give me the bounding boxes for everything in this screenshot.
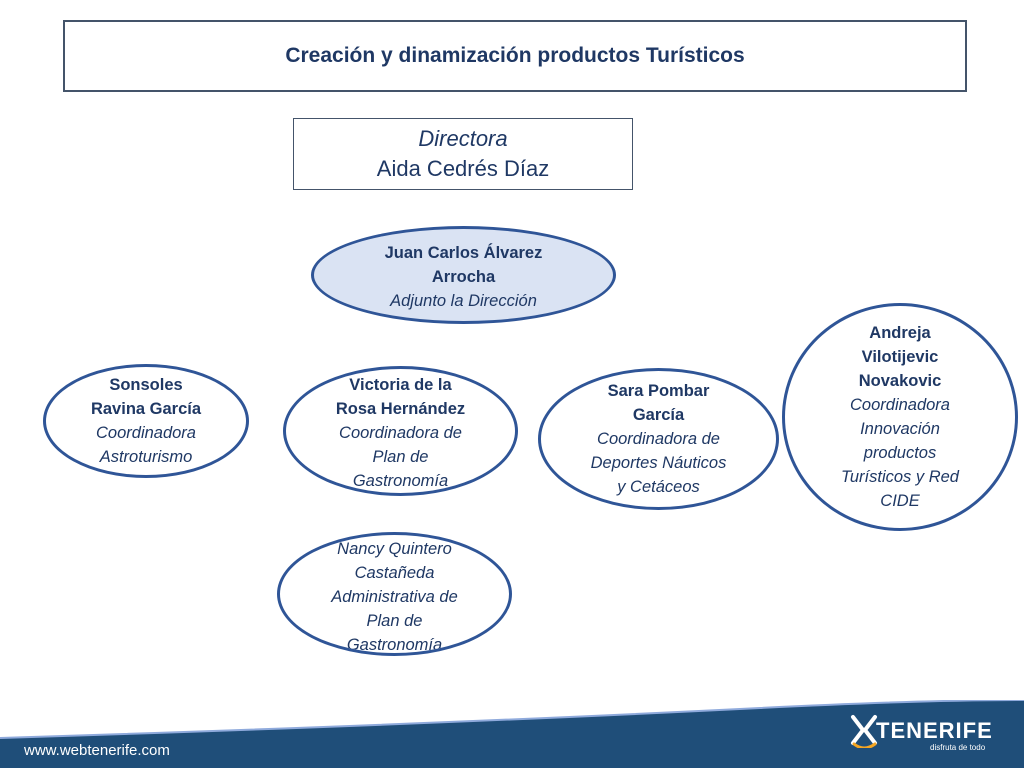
victoria-name-line2: Rosa Hernández xyxy=(335,400,466,418)
sonsoles-role-line2: Astroturismo xyxy=(99,448,193,466)
logo-wordmark: TENERIFE xyxy=(876,718,993,743)
tenerife-logo: TENERIFE disfruta de todo xyxy=(850,714,1000,754)
node-sara: Sara Pombar García Coordinadora de Depor… xyxy=(538,368,779,510)
andreja-name-line1: Andreja xyxy=(869,324,931,342)
victoria-role-line2: Plan de xyxy=(372,448,429,466)
footer-wave xyxy=(0,700,1024,768)
nancy-role-line1: Nancy Quintero xyxy=(337,540,452,558)
nancy-role-line3: Administrativa de xyxy=(331,588,458,606)
tenerife-x-icon xyxy=(851,715,877,748)
footer-band: www.webtenerife.com TENERIFE disfruta de… xyxy=(0,700,1024,768)
adjunto-name-line2: Arrocha xyxy=(431,268,496,286)
sara-role-line3: y Cetáceos xyxy=(617,478,700,496)
andreja-name-line3: Novakovic xyxy=(858,372,942,390)
adjunto-role: Adjunto la Dirección xyxy=(390,292,537,310)
andreja-role-line2: Innovación xyxy=(860,420,940,438)
victoria-name-line1: Victoria de la xyxy=(349,376,452,394)
victoria-role-line3: Gastronomía xyxy=(352,472,449,490)
nancy-role-line5: Gastronomía xyxy=(346,636,443,654)
sara-name-line1: Sara Pombar xyxy=(607,382,710,400)
sara-role-line1: Coordinadora de xyxy=(597,430,720,448)
adjunto-name-line1: Juan Carlos Álvarez xyxy=(384,244,543,262)
andreja-role-line5: CIDE xyxy=(880,492,920,510)
director-box: Directora Aida Cedrés Díaz xyxy=(293,118,633,190)
andreja-role-line4: Turísticos y Red xyxy=(841,468,959,486)
sonsoles-name-line1: Sonsoles xyxy=(109,376,183,394)
andreja-role-line3: productos xyxy=(863,444,937,462)
andreja-name-line2: Vilotijevic xyxy=(861,348,939,366)
nancy-role-line2: Castañeda xyxy=(354,564,435,582)
node-andreja: Andreja Vilotijevic Novakovic Coordinado… xyxy=(782,303,1018,531)
director-name: Aida Cedrés Díaz xyxy=(376,156,550,181)
node-nancy: Nancy Quintero Castañeda Administrativa … xyxy=(277,532,512,656)
logo-tagline: disfruta de todo xyxy=(930,743,986,752)
footer-url[interactable]: www.webtenerife.com xyxy=(24,742,170,759)
victoria-role-line1: Coordinadora de xyxy=(339,424,462,442)
node-victoria: Victoria de la Rosa Hernández Coordinado… xyxy=(283,366,518,496)
sara-name-line2: García xyxy=(632,406,685,424)
andreja-role-line1: Coordinadora xyxy=(850,396,950,414)
director-role: Directora xyxy=(418,126,508,151)
nancy-role-line4: Plan de xyxy=(366,612,423,630)
node-sonsoles: Sonsoles Ravina García Coordinadora Astr… xyxy=(43,364,249,478)
sonsoles-name-line2: Ravina García xyxy=(90,400,202,418)
page-title: Creación y dinamización productos Turíst… xyxy=(285,44,745,67)
sonsoles-role-line1: Coordinadora xyxy=(96,424,196,442)
title-box: Creación y dinamización productos Turíst… xyxy=(63,20,967,92)
sara-role-line2: Deportes Náuticos xyxy=(590,454,727,472)
node-adjunto: Juan Carlos Álvarez Arrocha Adjunto la D… xyxy=(311,226,616,324)
